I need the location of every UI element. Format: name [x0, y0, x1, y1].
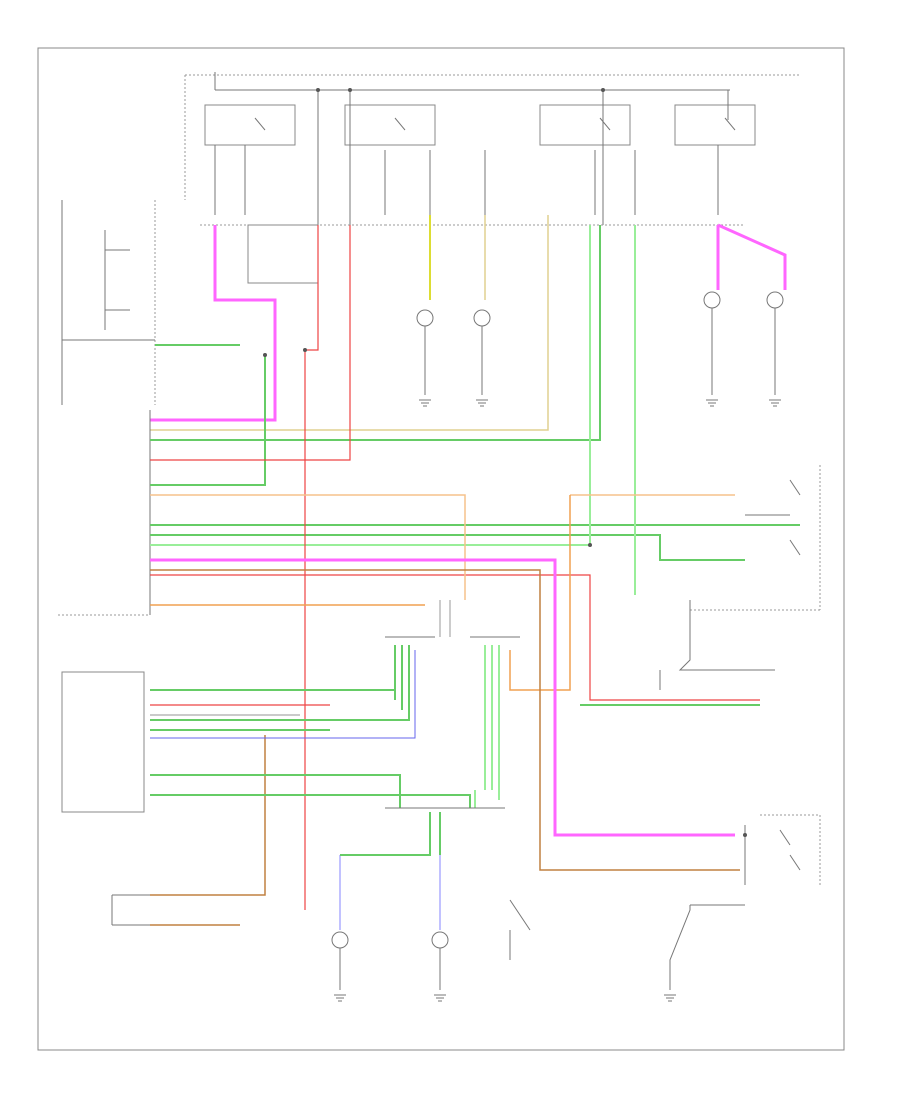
body-control-module: [58, 410, 151, 616]
top-lamps: [416, 291, 784, 407]
relay-1: [204, 104, 296, 146]
relay-4: [674, 104, 756, 146]
fuse-box-inner: [247, 224, 319, 284]
ground-2: [476, 399, 488, 407]
park-brake-switch: [509, 899, 531, 960]
lower-module: [61, 645, 471, 813]
fuse-block: [184, 72, 800, 284]
junction-nodes: [263, 88, 747, 837]
headlamp-switch: [678, 465, 821, 671]
ground-7: [664, 994, 676, 1002]
instrument-cluster: [61, 200, 156, 405]
connector-c1: [385, 636, 520, 808]
lamp-2: [473, 309, 491, 327]
left-bottom-connector: [111, 894, 150, 926]
bottom-lamps: [331, 931, 449, 1002]
turn-signal-switch: [664, 814, 821, 1002]
lower-module-box: [61, 671, 145, 813]
diagram-frame: [37, 47, 845, 1051]
right-lamp: [580, 670, 760, 706]
ground-3: [706, 399, 718, 407]
lamp-3: [703, 291, 721, 309]
ground-6: [434, 994, 446, 1002]
relay-2: [344, 104, 436, 146]
ground-1: [419, 399, 431, 407]
lamp-1: [416, 309, 434, 327]
ground-4: [769, 399, 781, 407]
ground-5: [334, 994, 346, 1002]
lamp-6: [431, 931, 449, 949]
lamp-4: [766, 291, 784, 309]
lamp-5: [331, 931, 349, 949]
relay-3: [539, 104, 631, 146]
